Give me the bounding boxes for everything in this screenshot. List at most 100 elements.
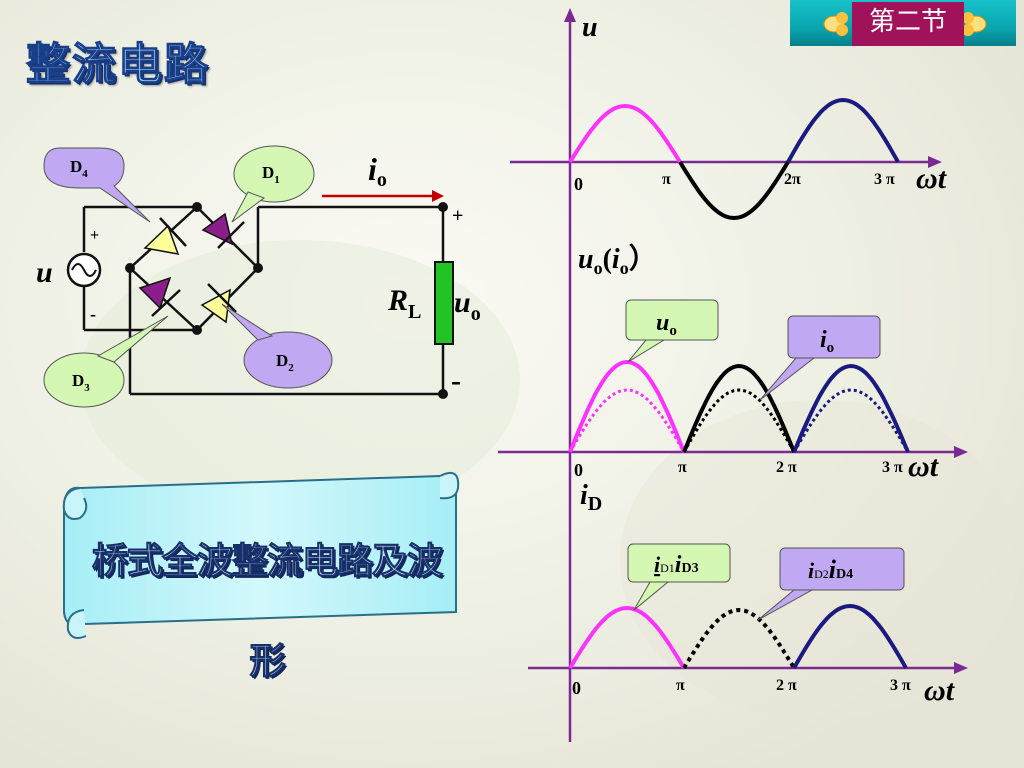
source-plus: + xyxy=(90,227,99,244)
callout-id13-s2: D3 xyxy=(681,561,698,576)
svg-text:uo: uo xyxy=(454,286,481,325)
chart-id: iD 0 π 2 π 3 π ωt iD1iD3 iD2iD4 xyxy=(528,480,968,707)
svg-text:uo(io）: uo(io） xyxy=(578,242,657,278)
load-label: R xyxy=(387,284,408,317)
callout-id24-s1: D2 xyxy=(814,567,829,581)
svg-text:D4: D4 xyxy=(70,157,88,180)
callout-d2: D2 xyxy=(221,303,333,389)
d1-label: D xyxy=(262,163,274,182)
svg-text:iD2iD4: iD2iD4 xyxy=(808,555,853,584)
callout-uo: uo xyxy=(625,299,719,363)
diode-d4 xyxy=(143,217,187,255)
callout-id13-s1: D1 xyxy=(660,561,675,575)
chart3-x-label: ωt xyxy=(924,674,956,707)
d4-label: D xyxy=(70,157,82,176)
chart2-y-paren-close: ） xyxy=(629,242,657,275)
diode-d2 xyxy=(200,283,237,324)
callout-id13: iD1iD3 xyxy=(627,543,731,611)
id13-wave-2 xyxy=(792,603,908,669)
diode-d1 xyxy=(201,212,245,249)
svg-text:io: io xyxy=(820,327,834,356)
callout-io-label: i xyxy=(820,327,827,353)
d2-sub: 2 xyxy=(288,362,294,374)
flower-icon xyxy=(962,12,987,36)
u-wave-positive-1 xyxy=(568,103,682,164)
io-wave-3 xyxy=(792,388,910,453)
uo-wave-1 xyxy=(568,359,686,453)
chart3-tick-2pi: 2 π xyxy=(776,677,797,694)
banner-text: 桥式全波整流电路及波形 xyxy=(92,541,444,683)
chart2-x-label: ωt xyxy=(908,450,940,483)
u-wave-positive-2 xyxy=(786,97,900,163)
diode-d3 xyxy=(138,276,181,317)
callout-uo-label: u xyxy=(656,310,669,336)
io-wave-1 xyxy=(568,388,686,453)
chart1-x-label: ωt xyxy=(916,162,948,195)
page-title: 整流电路 xyxy=(25,38,210,90)
d2-label: D xyxy=(276,351,288,370)
current-label: i xyxy=(368,151,377,187)
svg-text:iD: iD xyxy=(580,480,602,515)
svg-text:iD1iD3: iD1iD3 xyxy=(654,552,699,578)
flower-icon xyxy=(823,12,848,36)
current-sub: o xyxy=(377,169,387,191)
callout-id13-l1: i xyxy=(654,552,661,577)
d3-sub: 3 xyxy=(84,382,90,394)
id24-wave-dotted xyxy=(682,607,796,670)
chart-u: u 0 π 2π 3 π ωt xyxy=(510,8,948,742)
svg-text:io: io xyxy=(368,151,387,191)
ac-source xyxy=(66,252,102,288)
current-arrow xyxy=(322,190,444,202)
banner-scroll xyxy=(62,472,460,639)
out-label: u xyxy=(454,286,471,319)
chart1-tick-2pi: 2π xyxy=(784,171,801,188)
chart3-tick-pi: π xyxy=(676,677,685,694)
callout-id24-s2: D4 xyxy=(836,567,853,582)
chart3-tick-3pi: 3 π xyxy=(890,677,911,694)
chart2-y-sub: o xyxy=(594,258,603,278)
chart2-tick-2pi: 2 π xyxy=(776,459,797,476)
svg-text:D3: D3 xyxy=(72,371,90,394)
callout-id13-l2: i xyxy=(675,552,682,578)
callout-id24: iD2iD4 xyxy=(757,547,905,621)
io-wave-2 xyxy=(682,388,796,453)
id13-wave-1 xyxy=(568,605,686,670)
chart1-tick-3pi: 3 π xyxy=(874,171,895,188)
chart3-y-sub: D xyxy=(588,493,602,515)
chart2-y-label: u xyxy=(578,244,594,275)
out-plus: + xyxy=(452,205,463,227)
svg-text:RL: RL xyxy=(387,284,421,323)
svg-text:uo: uo xyxy=(656,310,677,339)
out-sub: o xyxy=(471,303,481,325)
circuit-nodes xyxy=(125,202,448,399)
callout-d4: D4 xyxy=(43,147,151,223)
chart1-tick-pi: π xyxy=(662,171,671,188)
chart2-origin: 0 xyxy=(574,460,583,480)
chart1-origin: 0 xyxy=(574,174,583,194)
svg-text:D2: D2 xyxy=(276,351,294,374)
chart2-y-sub2: o xyxy=(620,258,629,278)
chart3-origin: 0 xyxy=(572,678,581,698)
chart2-tick-3pi: 3 π xyxy=(882,459,903,476)
callout-io-sub: o xyxy=(827,340,835,356)
callout-d3: D3 xyxy=(43,315,169,408)
chart-uo: uo(io） 0 π 2 π 3 π ωt uo io xyxy=(498,242,968,483)
section-label: 第二节 xyxy=(852,2,964,46)
uo-wave-3 xyxy=(792,363,910,453)
chart2-y-label2: i xyxy=(612,244,620,275)
chart3-y-label: i xyxy=(580,480,588,511)
load-resistor xyxy=(434,261,454,345)
load-sub: L xyxy=(408,301,421,323)
callout-id24-l2: i xyxy=(829,555,837,584)
callout-io: io xyxy=(759,315,881,401)
out-minus: - xyxy=(451,364,461,397)
d3-label: D xyxy=(72,371,84,390)
chart1-y-label: u xyxy=(582,12,598,43)
d1-sub: 1 xyxy=(274,174,280,186)
u-wave-negative xyxy=(678,160,790,221)
callout-uo-sub: o xyxy=(669,323,677,339)
callout-id24-l1: i xyxy=(808,558,815,583)
chart2-y-paren: ( xyxy=(603,244,612,275)
